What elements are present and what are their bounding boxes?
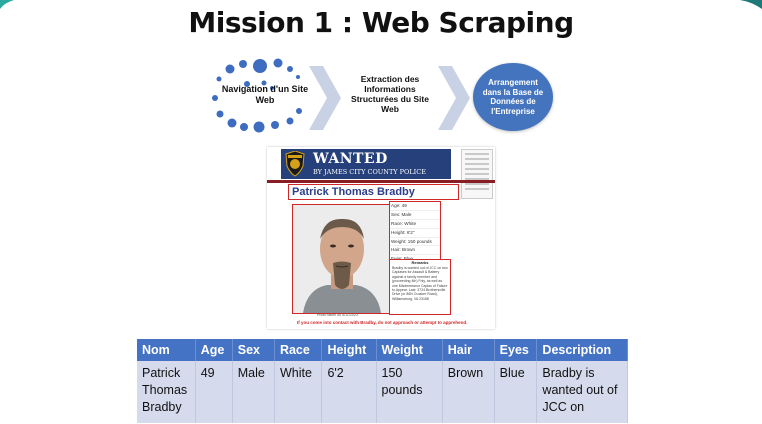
corner-accent-right <box>740 0 762 9</box>
table-cell: 49 <box>195 361 233 423</box>
table-cell: Brown <box>442 361 495 423</box>
table-cell: White <box>274 361 323 423</box>
column-header: Eyes <box>494 339 538 361</box>
column-header: Race <box>274 339 323 361</box>
suspect-photo <box>292 204 391 314</box>
banner-red-bar <box>267 180 495 183</box>
table-cell-description: Bradby is wanted out of JCC on two.... <box>537 361 628 423</box>
attribute-line: Race: White <box>390 220 440 229</box>
attribute-line: Height: 6'2" <box>390 229 440 238</box>
table-cell: Blue <box>494 361 538 423</box>
column-header: Sex <box>232 339 275 361</box>
column-header: Description <box>537 339 628 361</box>
attribute-line: Hair: Brown <box>390 246 440 256</box>
photo-caption: Photo taken on 5/11/2023 <box>317 313 358 317</box>
column-header: Height <box>322 339 377 361</box>
warning-text: If you come into contact with Bradby, do… <box>297 320 468 325</box>
column-header: Weight <box>376 339 443 361</box>
suspect-name: Patrick Thomas Bradby <box>288 184 459 200</box>
table-cell: Patrick Thomas Bradby <box>137 361 196 423</box>
description-text: Bradby is wanted out of JCC on two.... <box>542 366 618 419</box>
chevron-right-icon <box>309 66 341 130</box>
dotted-circle-graphic <box>212 58 302 133</box>
column-header: Age <box>195 339 233 361</box>
wanted-banner: WANTED BY JAMES CITY COUNTY POLICE <box>281 149 451 179</box>
attribute-line: Sex: Male <box>390 211 440 220</box>
flow-step-database: Arrangement dans la Base de Données de l… <box>473 63 553 131</box>
chevron-right-icon <box>438 66 470 130</box>
browser-side-panel <box>461 149 493 199</box>
flow-step-extraction: Extraction des Informations Structurées … <box>351 74 429 114</box>
table-cell: Male <box>232 361 275 423</box>
table-cell: 150 pounds <box>376 361 443 423</box>
column-header: Hair <box>442 339 495 361</box>
banner-subtitle: BY JAMES CITY COUNTY POLICE <box>313 168 426 176</box>
wanted-page-screenshot: WANTED BY JAMES CITY COUNTY POLICE Patri… <box>267 147 495 329</box>
banner-title: WANTED <box>313 151 388 167</box>
flow-step-navigation: Navigation d'un Site Web <box>221 84 309 105</box>
table-cell: 6'2 <box>322 361 377 423</box>
police-badge-icon <box>285 151 305 177</box>
attribute-line: Weight: 150 pounds <box>390 238 440 247</box>
column-header: Nom <box>137 339 196 361</box>
remarks-box: Remarks Bradby is wanted out of JCC on t… <box>389 259 451 315</box>
attribute-line: Age: 49 <box>390 202 440 211</box>
slide-title: Mission 1 : Web Scraping <box>188 6 574 39</box>
remarks-title: Remarks <box>411 260 429 265</box>
corner-accent-left <box>0 0 14 9</box>
remarks-text: Bradby is wanted out of JCC on two Capia… <box>392 266 448 301</box>
